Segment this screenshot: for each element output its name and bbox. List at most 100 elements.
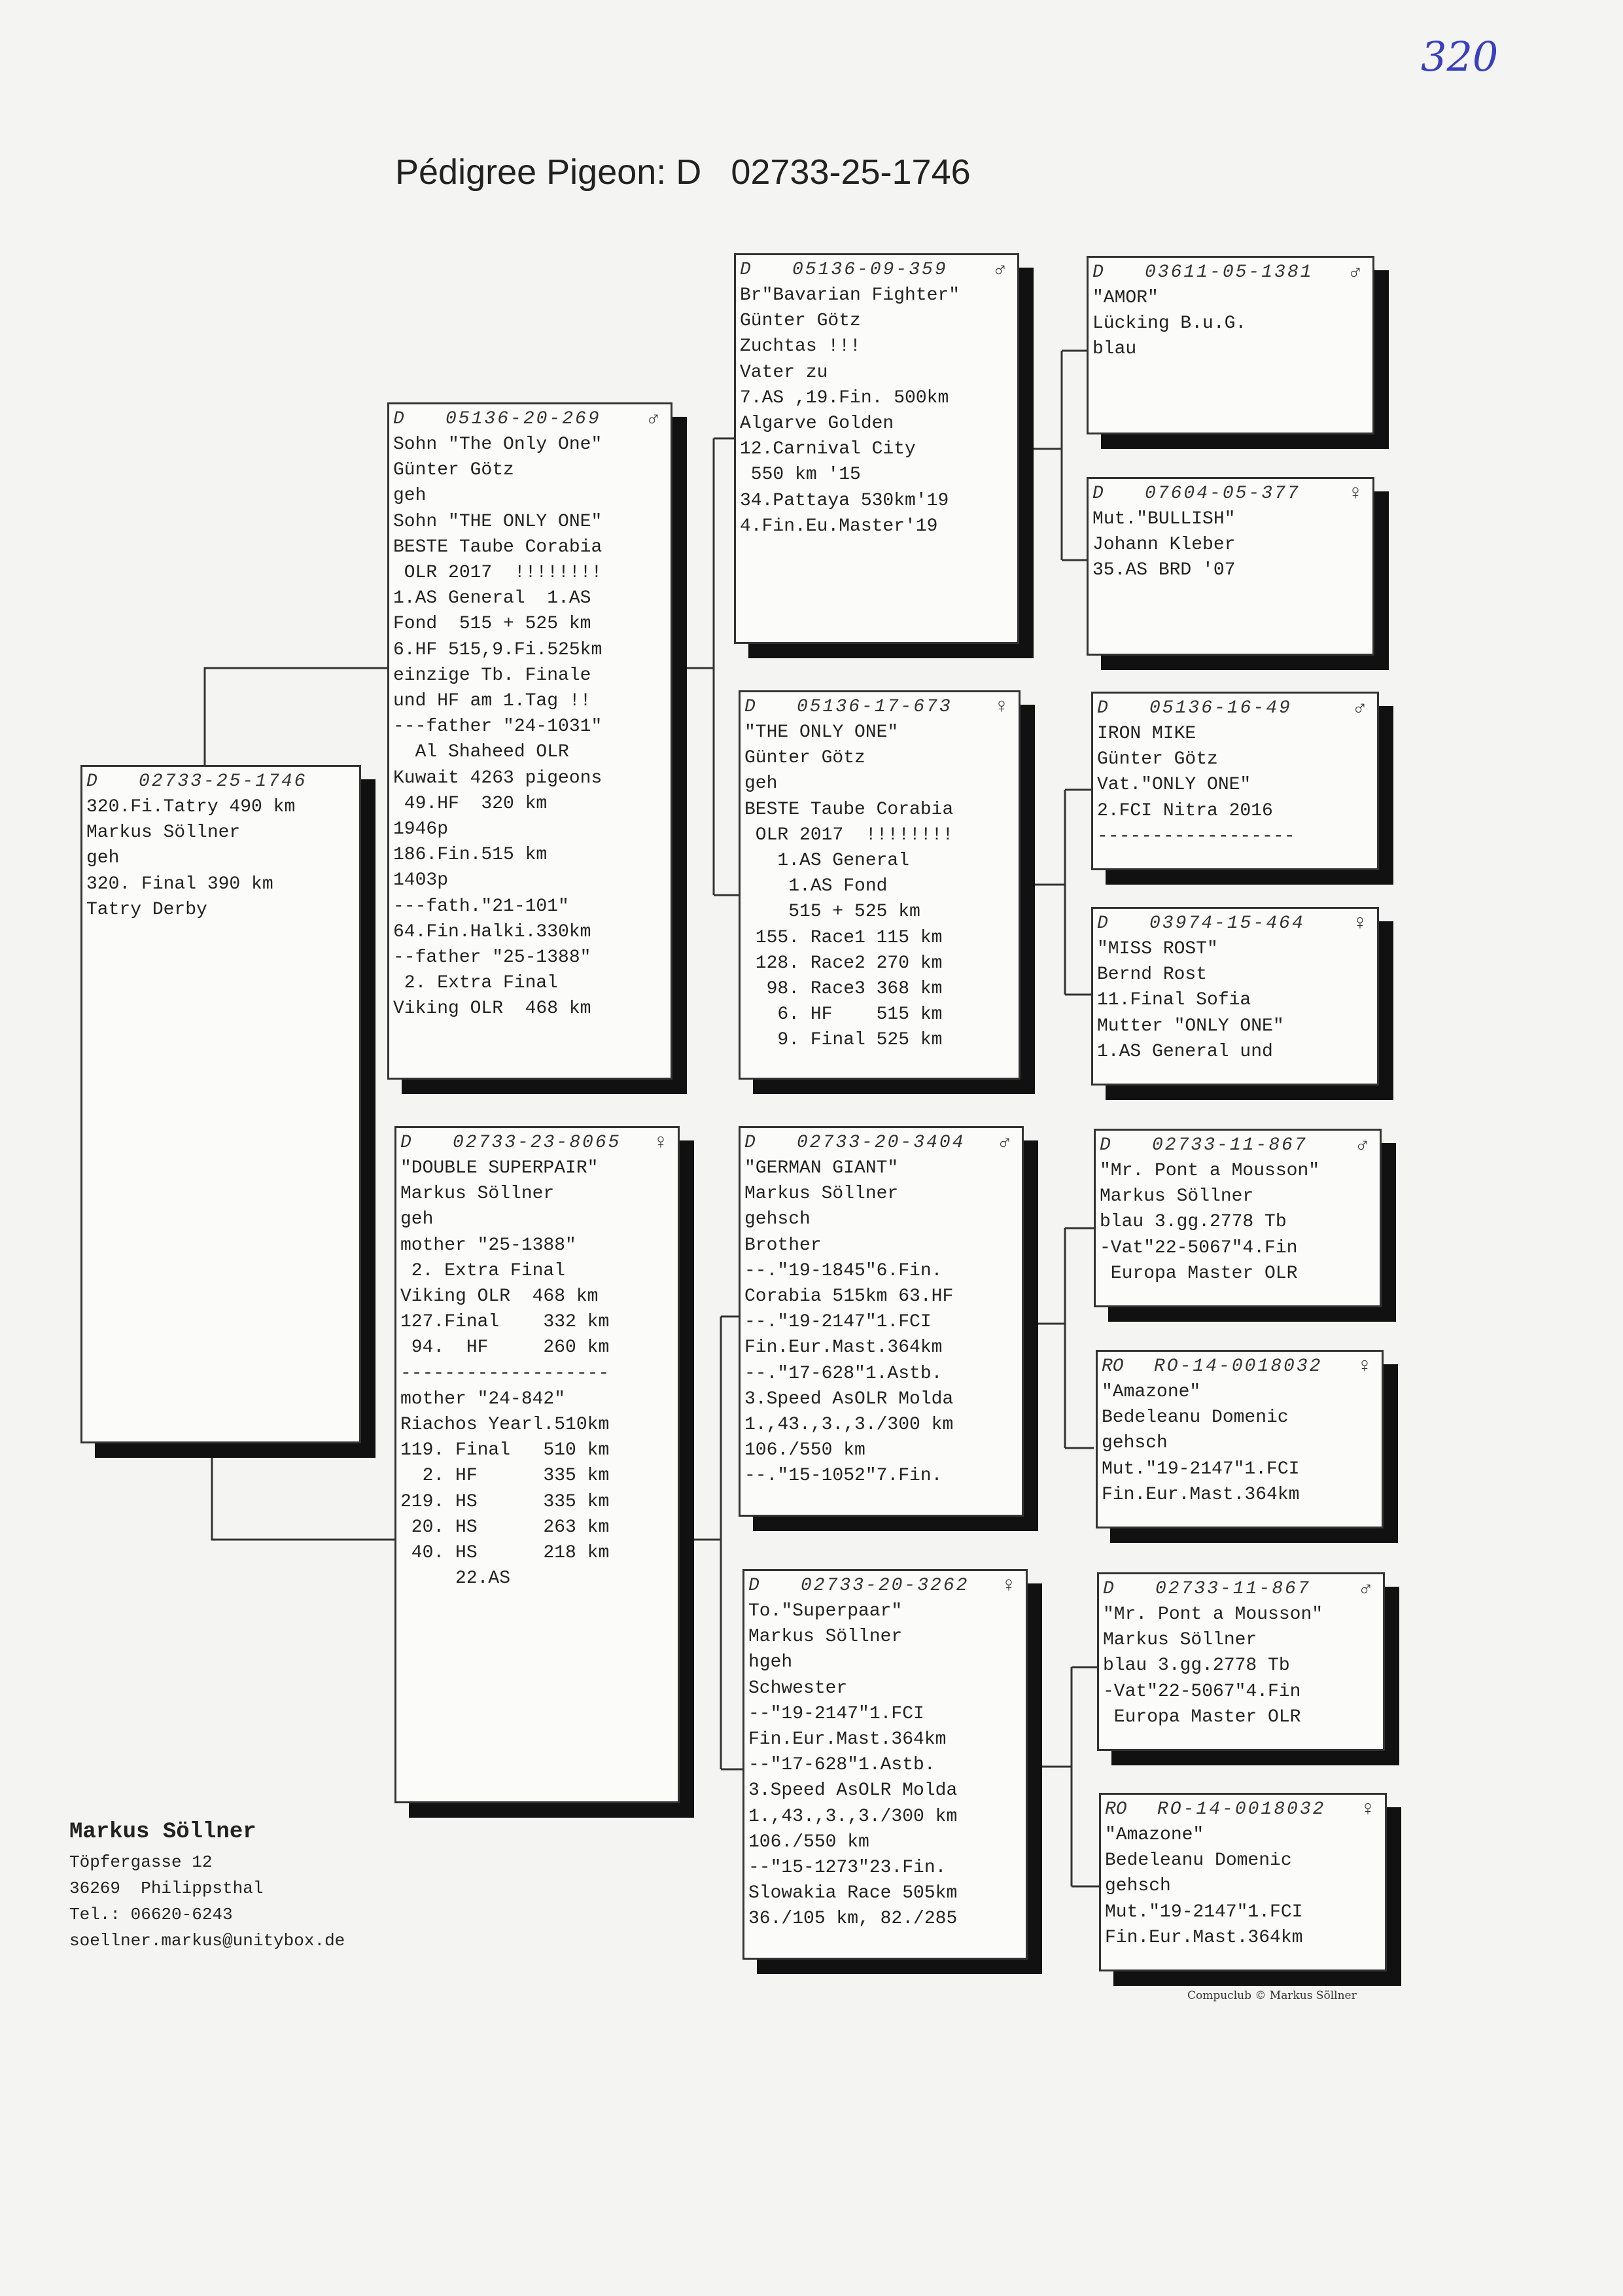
pigeon-info-line: Günter Götz bbox=[393, 460, 514, 481]
country-code: RO bbox=[1105, 1799, 1127, 1820]
pigeon-info-line: 2. HF 335 km bbox=[400, 1466, 610, 1487]
pigeon-info-line: gehsch bbox=[1105, 1876, 1171, 1897]
breeder-phone: Tel.: 06620-6243 bbox=[69, 1905, 233, 1924]
pigeon-info-line: --."15-1052"7.Fin. bbox=[744, 1466, 943, 1487]
pigeon-info-line: BESTE Taube Corabia bbox=[393, 537, 602, 557]
sex-symbol-icon: ♀ bbox=[1353, 911, 1367, 936]
breeder-email: soellner.markus@unitybox.de bbox=[69, 1931, 345, 1951]
country-code: D bbox=[1097, 913, 1108, 934]
pigeon-info-line: Fin.Eur.Mast.364km bbox=[1102, 1484, 1300, 1505]
pigeon-info-line: Sohn "THE ONLY ONE" bbox=[393, 511, 602, 532]
sex-symbol-icon: ♂ bbox=[1349, 260, 1362, 285]
pigeon-info-line: 49.HF 320 km bbox=[393, 793, 548, 814]
pigeon-info-line: 35.AS BRD '07 bbox=[1092, 560, 1236, 581]
pigeon-info-line: OLR 2017 !!!!!!!! bbox=[393, 563, 602, 584]
sex-symbol-icon: ♀ bbox=[1349, 482, 1362, 506]
sex-symbol-icon: ♀ bbox=[995, 695, 1008, 719]
pigeon-info-line: geh bbox=[86, 848, 120, 869]
pigeon-info-line: Europa Master OLR bbox=[1100, 1263, 1298, 1284]
pigeon-info-line: Algarve Golden bbox=[740, 414, 894, 434]
pigeon-info-line: Bernd Rost bbox=[1097, 964, 1208, 985]
sex-symbol-icon: ♀ bbox=[1358, 1354, 1371, 1379]
ring-number: RO-14-0018032 bbox=[1157, 1799, 1326, 1820]
pigeon-info-line: einzige Tb. Finale bbox=[393, 665, 591, 686]
pigeon-info-line: Slowakia Race 505km bbox=[748, 1883, 958, 1904]
pigeon-info-line: 127.Final 332 km bbox=[400, 1312, 610, 1333]
pigeon-info-line: 106./550 km bbox=[744, 1440, 865, 1461]
pigeon-info-line: 155. Race1 115 km bbox=[744, 927, 943, 948]
sex-symbol-icon: ♂ bbox=[994, 258, 1007, 282]
sex-symbol-icon: ♂ bbox=[1359, 1577, 1372, 1601]
pigeon-info-line: 1.AS Fond bbox=[744, 876, 888, 897]
pigeon-info-line: Günter Götz bbox=[740, 311, 861, 332]
connector-ss-parents bbox=[1034, 349, 1087, 561]
sex-symbol-icon: ♂ bbox=[998, 1131, 1011, 1155]
pigeon-info-line: Mutter "ONLY ONE" bbox=[1097, 1016, 1284, 1036]
pigeon-info-line: blau bbox=[1092, 339, 1137, 360]
pigeon-info-line: 3.Speed AsOLR Molda bbox=[744, 1388, 954, 1409]
pigeon-info-line: 9. Final 525 km bbox=[744, 1030, 943, 1051]
pigeon-info-line: "GERMAN GIANT" bbox=[744, 1158, 899, 1178]
pigeon-info-line: Fond 515 + 525 km bbox=[393, 614, 591, 635]
country-code: D bbox=[1092, 262, 1104, 283]
pigeon-info-line: Viking OLR 468 km bbox=[393, 998, 591, 1019]
pigeon-info-line: geh bbox=[393, 486, 427, 506]
pigeon-info-line: blau 3.gg.2778 Tb bbox=[1103, 1655, 1290, 1676]
pigeon-info-line: Johann Kleber bbox=[1092, 535, 1236, 556]
pigeon-info-line: und HF am 1.Tag !! bbox=[393, 691, 591, 712]
ring-number: 02733-11-867 bbox=[1155, 1579, 1311, 1599]
pigeon-info-line: "Mr. Pont a Mousson" bbox=[1103, 1604, 1323, 1625]
breeder-name: Markus Söllner bbox=[69, 1820, 256, 1845]
ring-number: 03611-05-1381 bbox=[1145, 262, 1314, 283]
pigeon-info-line: Markus Söllner bbox=[86, 822, 241, 843]
pigeon-info-line: ------------------- bbox=[400, 1363, 610, 1384]
pigeon-info-line: 2. Extra Final bbox=[393, 973, 559, 994]
pigeon-info-line: 1.,43.,3.,3./300 km bbox=[744, 1415, 954, 1436]
pigeon-info-line: Günter Götz bbox=[744, 748, 865, 769]
connector-sd-parents bbox=[1035, 788, 1091, 996]
footer-credit: Compuclub © Markus Söllner bbox=[1187, 1989, 1357, 2002]
pigeon-info-line: 1.AS General bbox=[744, 851, 910, 872]
pigeon-info-line: 106./550 km bbox=[748, 1831, 869, 1852]
pigeon-info-line: 1.,43.,3.,3./300 km bbox=[748, 1806, 958, 1827]
pigeon-info-line: 1.AS General und bbox=[1097, 1041, 1273, 1062]
country-code: D bbox=[740, 260, 751, 280]
pigeon-info-line: Brother bbox=[744, 1235, 822, 1256]
pigeon-info-line: IRON MIKE bbox=[1097, 724, 1196, 744]
ring-number: 05136-16-49 bbox=[1149, 698, 1292, 718]
country-code: D bbox=[1103, 1579, 1114, 1599]
pigeon-info-line: 6. HF 515 km bbox=[744, 1004, 943, 1025]
pigeon-info-line: Bedeleanu Domenic bbox=[1105, 1850, 1292, 1871]
connector-dd-parents bbox=[1042, 1666, 1099, 1888]
pigeon-info-line: 12.Carnival City bbox=[740, 439, 916, 460]
ring-number: 05136-20-269 bbox=[445, 409, 601, 429]
pigeon-info-line: Markus Söllner bbox=[744, 1184, 899, 1205]
pigeon-info-line: --."17-628"1.Astb. bbox=[744, 1363, 943, 1384]
pigeon-info-line: Zuchtas !!! bbox=[740, 336, 861, 357]
ring-number: 02733-20-3262 bbox=[801, 1576, 969, 1596]
pigeon-info-line: 7.AS ,19.Fin. 500km bbox=[740, 387, 949, 408]
ring-number: 02733-25-1746 bbox=[139, 771, 307, 792]
country-code: D bbox=[744, 697, 756, 717]
pigeon-info-line: 94. HF 260 km bbox=[400, 1337, 610, 1358]
pigeon-info-line: Mut."19-2147"1.FCI bbox=[1105, 1901, 1303, 1922]
pigeon-info-line: 550 km '15 bbox=[740, 465, 861, 486]
pigeon-info-line: 6.HF 515,9.Fi.525km bbox=[393, 639, 602, 660]
pigeon-info-line: --"17-628"1.Astb. bbox=[748, 1755, 935, 1776]
